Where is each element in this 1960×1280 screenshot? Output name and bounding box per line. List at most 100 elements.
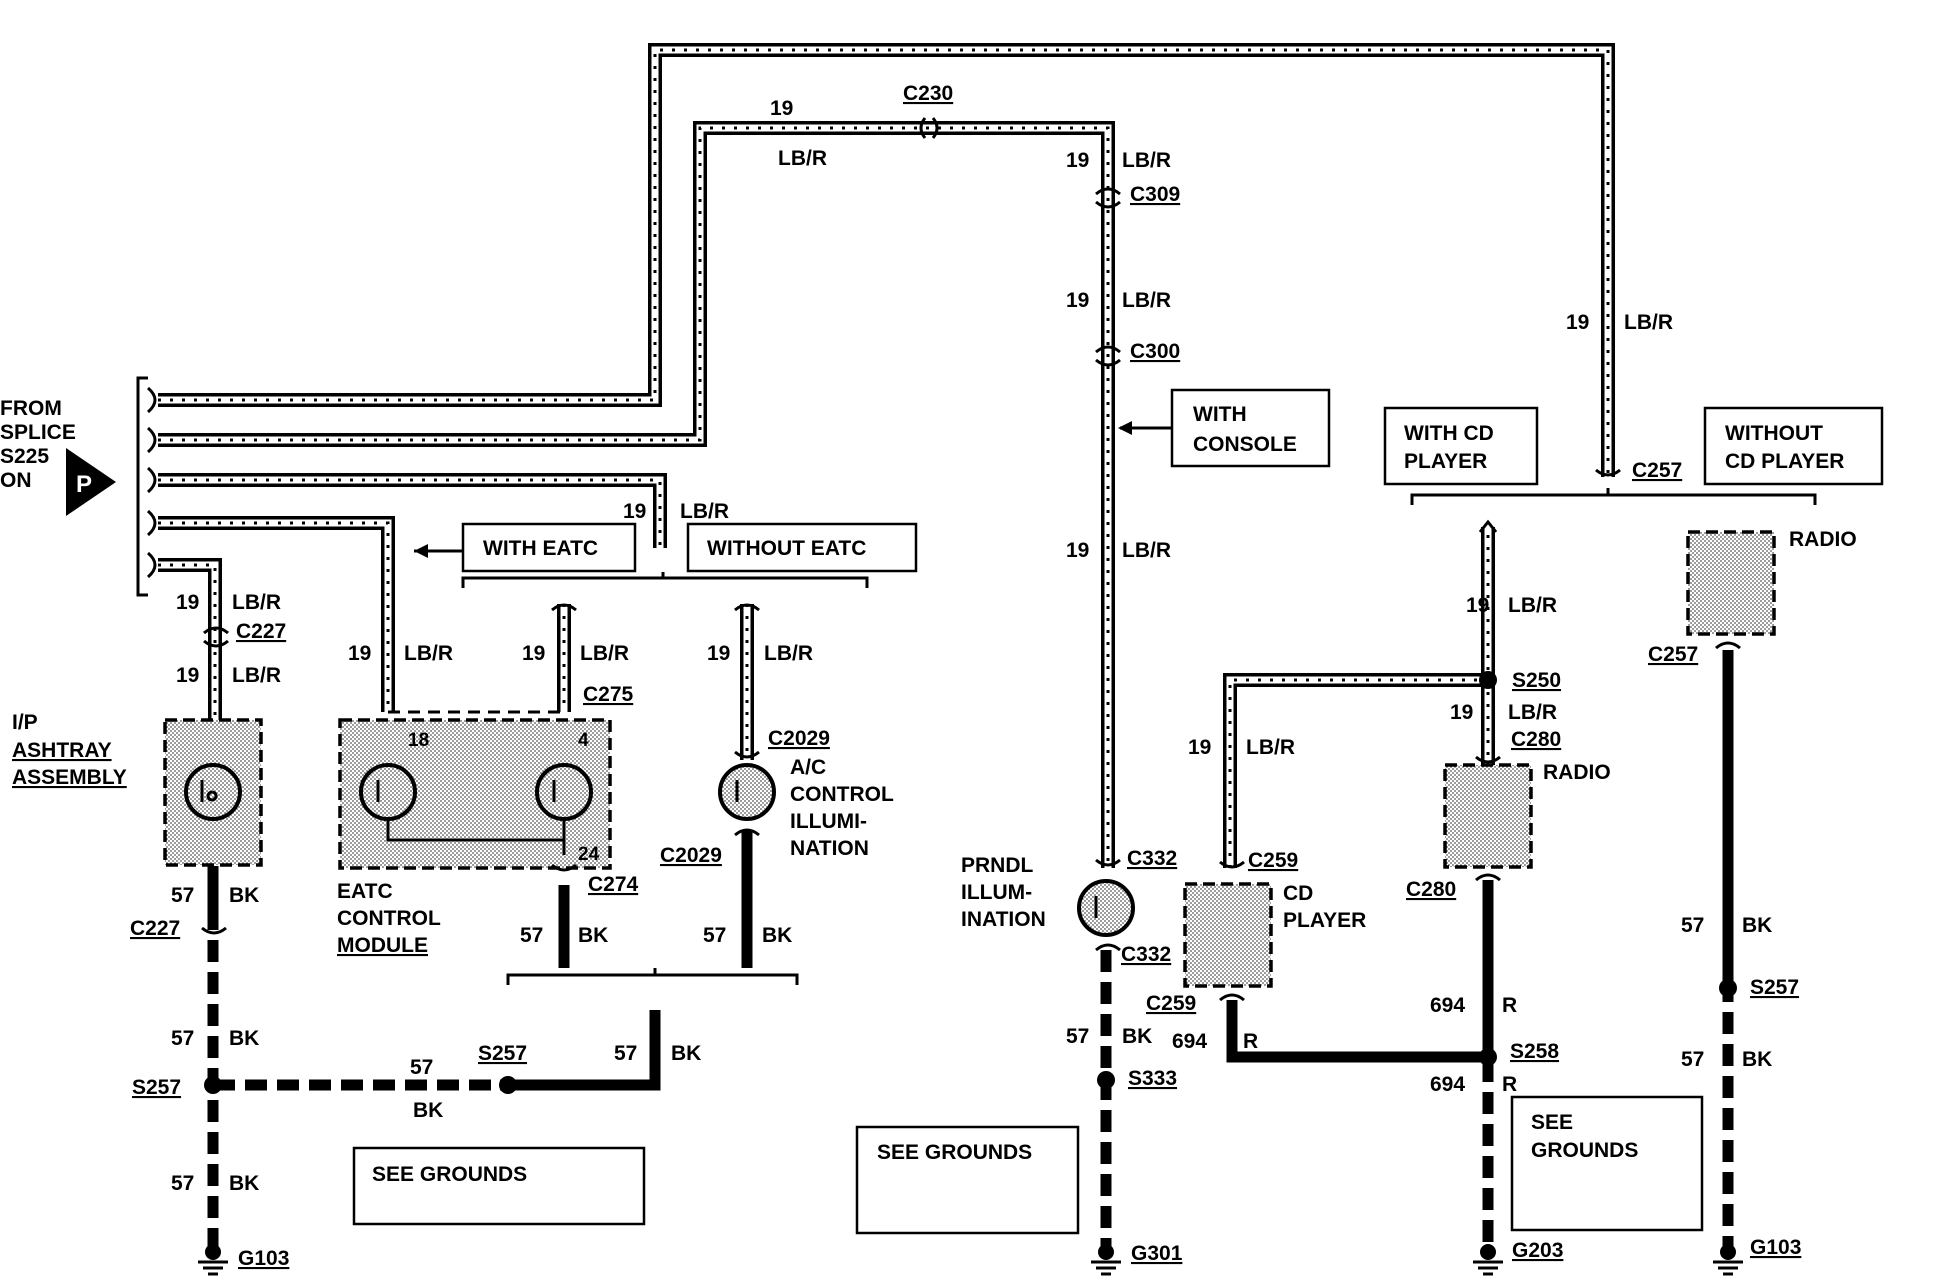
c227-label-top: C227 bbox=[236, 620, 286, 643]
c332-label-top: C332 bbox=[1127, 847, 1177, 870]
prndl-label-1: PRNDL bbox=[961, 854, 1034, 877]
svg-text:LB/R: LB/R bbox=[232, 664, 281, 687]
svg-text:LB/R: LB/R bbox=[1122, 289, 1171, 312]
source-line-1: FROM bbox=[0, 397, 62, 420]
bk-wires bbox=[207, 650, 1734, 1250]
svg-text:57: 57 bbox=[1681, 1048, 1704, 1071]
source-line-2: SPLICE bbox=[0, 421, 76, 444]
with-console-label-1: WITH bbox=[1193, 403, 1247, 426]
ashtray-label-1: I/P bbox=[12, 711, 38, 734]
s333-label: S333 bbox=[1128, 1067, 1177, 1090]
badge-text: P bbox=[76, 471, 92, 498]
splice-labels: S257 S257 S257 S250 S258 S333 bbox=[132, 669, 1799, 1099]
ac-control-illumination: A/C CONTROL ILLUMI- NATION bbox=[718, 756, 894, 860]
svg-text:57: 57 bbox=[410, 1056, 433, 1079]
ac-label-3: ILLUMI- bbox=[790, 810, 867, 833]
ashtray-label-3: ASSEMBLY bbox=[12, 766, 127, 789]
svg-text:BK: BK bbox=[229, 1027, 259, 1050]
radio-label-1: RADIO bbox=[1543, 761, 1611, 784]
ac-label-2: CONTROL bbox=[790, 783, 894, 806]
svg-text:19: 19 bbox=[1066, 539, 1089, 562]
c259-label-top: C259 bbox=[1248, 849, 1298, 872]
c257-label-radio: C257 bbox=[1648, 643, 1698, 666]
without-cd-label-1: WITHOUT bbox=[1725, 422, 1823, 445]
g103-label-right: G103 bbox=[1750, 1236, 1801, 1259]
c259-label-bottom: C259 bbox=[1146, 992, 1196, 1015]
svg-text:BK: BK bbox=[229, 1172, 259, 1195]
g203-label: G203 bbox=[1512, 1239, 1563, 1262]
eatc-label-2: CONTROL bbox=[337, 907, 441, 930]
svg-text:57: 57 bbox=[171, 1172, 194, 1195]
svg-text:LB/R: LB/R bbox=[1508, 594, 1557, 617]
eatc-control-module: 18 4 24 EATC CONTROL MODULE bbox=[337, 718, 612, 957]
eatc-pin-4: 4 bbox=[578, 730, 589, 751]
svg-text:19: 19 bbox=[176, 591, 199, 614]
svg-text:BK: BK bbox=[1742, 914, 1772, 937]
bk-labels: 57 BK 57 BK 57 BK 57 BK 57 BK 57 BK 57 B… bbox=[171, 884, 1772, 1195]
s250-dot bbox=[1479, 671, 1497, 689]
connector-glyphs bbox=[201, 117, 1741, 1002]
svg-text:BK: BK bbox=[229, 884, 259, 907]
svg-text:R: R bbox=[1243, 1030, 1258, 1053]
svg-text:R: R bbox=[1502, 1073, 1517, 1096]
s257-label-right: S257 bbox=[1750, 976, 1799, 999]
svg-text:57: 57 bbox=[520, 924, 543, 947]
ground-labels: G103 G301 G203 G103 bbox=[238, 1236, 1801, 1270]
svg-text:LB/R: LB/R bbox=[404, 642, 453, 665]
svg-text:BK: BK bbox=[578, 924, 608, 947]
svg-text:LB/R: LB/R bbox=[1122, 539, 1171, 562]
svg-text:LB/R: LB/R bbox=[232, 591, 281, 614]
see-grounds-1: SEE GROUNDS bbox=[372, 1163, 527, 1186]
lbr-wires bbox=[158, 43, 1615, 868]
eatc-label-1: EATC bbox=[337, 880, 393, 903]
svg-text:19: 19 bbox=[1066, 289, 1089, 312]
connector-labels: C230 C309 C300 C257 C257 C227 C227 C275 … bbox=[130, 82, 1698, 1015]
source-line-3: S225 bbox=[0, 445, 49, 468]
svg-text:19: 19 bbox=[707, 642, 730, 665]
svg-text:19: 19 bbox=[770, 97, 793, 120]
c300-label: C300 bbox=[1130, 340, 1180, 363]
splice-p-badge bbox=[66, 448, 116, 516]
prndl-label-2: ILLUM- bbox=[961, 881, 1032, 904]
eatc-label-3: MODULE bbox=[337, 934, 428, 957]
ashtray-assembly: I/P ASHTRAY ASSEMBLY bbox=[12, 711, 263, 867]
svg-text:19: 19 bbox=[1450, 701, 1473, 724]
callouts: WITH EATC WITHOUT EATC WITH CONSOLE WITH… bbox=[414, 388, 1884, 985]
svg-text:LB/R: LB/R bbox=[778, 147, 827, 170]
with-cd-label-2: PLAYER bbox=[1404, 450, 1487, 473]
svg-text:19: 19 bbox=[176, 664, 199, 687]
svg-text:57: 57 bbox=[171, 884, 194, 907]
source-splice-s225: P FROM SPLICE S225 ON bbox=[0, 376, 157, 597]
svg-text:LB/R: LB/R bbox=[1122, 149, 1171, 172]
c227-label-bottom: C227 bbox=[130, 917, 180, 940]
see-grounds-3a: SEE bbox=[1531, 1111, 1573, 1134]
s257-label-left: S257 bbox=[132, 1076, 181, 1099]
svg-text:LB/R: LB/R bbox=[1246, 736, 1295, 759]
wire-c230-loop bbox=[158, 121, 1115, 868]
g301-label: G301 bbox=[1131, 1242, 1183, 1265]
ground-symbols bbox=[198, 1244, 1743, 1276]
with-console-label-2: CONSOLE bbox=[1193, 433, 1297, 456]
without-cd-label-2: CD PLAYER bbox=[1725, 450, 1844, 473]
c280-label-top: C280 bbox=[1511, 728, 1561, 751]
svg-text:19: 19 bbox=[1466, 594, 1489, 617]
s250-label: S250 bbox=[1512, 669, 1561, 692]
svg-text:19: 19 bbox=[1066, 149, 1089, 172]
ac-label-1: A/C bbox=[790, 756, 826, 779]
see-grounds-2: SEE GROUNDS bbox=[877, 1141, 1032, 1164]
with-cd-label-1: WITH CD bbox=[1404, 422, 1494, 445]
svg-text:57: 57 bbox=[703, 924, 726, 947]
lbr-labels: 19 LB/R 19 LB/R 19 LB/R 19 LB/R 19 LB/R … bbox=[176, 97, 1673, 759]
eatc-pin-24: 24 bbox=[578, 844, 600, 865]
svg-text:BK: BK bbox=[762, 924, 792, 947]
s257-dot-mid bbox=[499, 1076, 517, 1094]
svg-text:19: 19 bbox=[1188, 736, 1211, 759]
c2029-label-top: C2029 bbox=[768, 727, 830, 750]
s333-dot bbox=[1097, 1071, 1115, 1089]
s257-dot-right bbox=[1719, 979, 1737, 997]
c309-label: C309 bbox=[1130, 183, 1180, 206]
r-cd bbox=[1226, 1000, 1488, 1063]
c230-label: C230 bbox=[903, 82, 953, 105]
svg-text:BK: BK bbox=[1742, 1048, 1772, 1071]
